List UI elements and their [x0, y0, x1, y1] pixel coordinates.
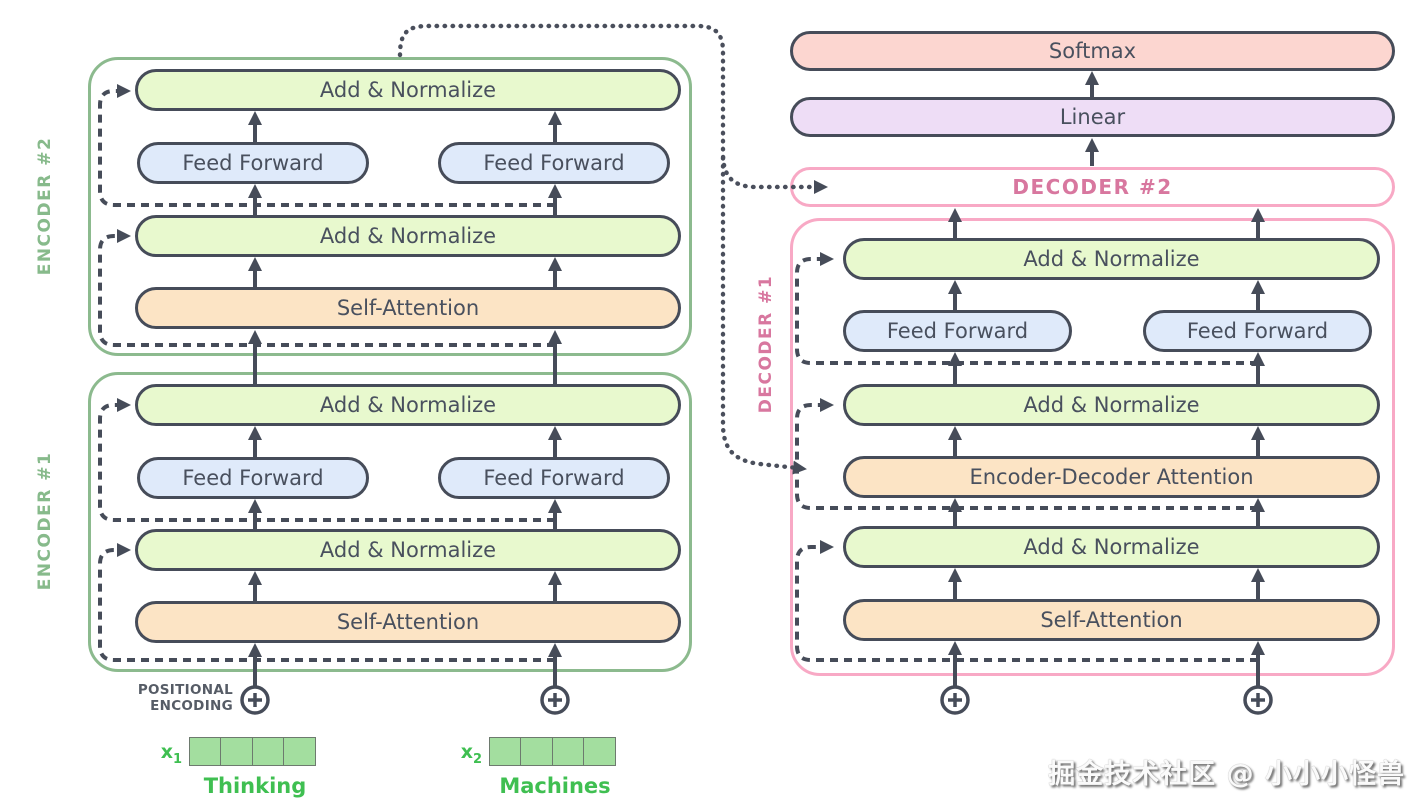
embedding-cell — [220, 737, 254, 766]
softmax-layer: Softmax — [790, 31, 1395, 71]
encoder2-self-attention: Self-Attention — [135, 287, 681, 329]
encoder-2-group — [88, 57, 692, 356]
residual-connection — [98, 84, 555, 207]
embedding-cell — [489, 737, 522, 766]
positional-encoding-plus-icon — [240, 685, 270, 715]
decoder1-self-attention: Self-Attention — [843, 599, 1380, 641]
x2-base: x — [460, 741, 473, 763]
encoder2-add-normalize-top: Add & Normalize — [135, 69, 681, 111]
encoder1-feed-forward-left: Feed Forward — [137, 457, 369, 499]
x2-sub: 2 — [472, 751, 482, 767]
linear-layer: Linear — [790, 97, 1395, 137]
decoder1-feed-forward-right: Feed Forward — [1143, 310, 1372, 352]
embedding-x1-label: x1 — [150, 741, 182, 767]
positional-encoding-label: POSITIONAL ENCODING — [100, 682, 233, 714]
x1-base: x — [160, 741, 173, 763]
embedding-cell — [551, 737, 585, 766]
watermark: 掘金技术社区 @ 小小小怪兽 — [1048, 759, 1405, 790]
encoder1-feed-forward-right: Feed Forward — [438, 457, 670, 499]
embedding-cell — [251, 737, 285, 766]
residual-connection — [98, 398, 555, 522]
decoder1-add-normalize-mid: Add & Normalize — [843, 384, 1380, 426]
x1-sub: 1 — [172, 751, 182, 767]
embedding-cell — [520, 737, 554, 766]
embedding-vector-x2 — [489, 737, 617, 766]
input-word-thinking: Thinking — [203, 774, 307, 798]
embedding-cell — [583, 737, 617, 766]
encoder2-feed-forward-right: Feed Forward — [438, 142, 670, 184]
positional-encoding-plus-icon — [1243, 685, 1273, 715]
positional-encoding-plus-icon — [540, 685, 570, 715]
embedding-x2-label: x2 — [450, 741, 482, 767]
encoder2-add-normalize-mid: Add & Normalize — [135, 215, 681, 257]
positional-encoding-plus-icon — [940, 685, 970, 715]
embedding-vector-x1 — [189, 737, 317, 766]
decoder1-add-normalize-top: Add & Normalize — [843, 238, 1380, 280]
input-word-machines: Machines — [499, 774, 611, 798]
encoder1-add-normalize-top: Add & Normalize — [135, 384, 681, 426]
encoder1-self-attention: Self-Attention — [135, 601, 681, 643]
decoder-1-label: DECODER #1 — [756, 274, 776, 414]
residual-connection — [98, 543, 555, 662]
decoder1-feed-forward-left: Feed Forward — [843, 310, 1072, 352]
embedding-cell — [283, 737, 317, 766]
embedding-cell — [189, 737, 222, 766]
encoder-1-label: ENCODER #1 — [35, 451, 55, 591]
positional-encoding-line2: ENCODING — [150, 698, 233, 714]
residual-connection — [98, 229, 555, 347]
decoder1-encoder-decoder-attention: Encoder-Decoder Attention — [843, 456, 1380, 498]
residual-connection — [795, 540, 1258, 662]
encoder-2-label: ENCODER #2 — [35, 136, 55, 276]
encoder2-feed-forward-left: Feed Forward — [137, 142, 369, 184]
encoder1-add-normalize-mid: Add & Normalize — [135, 529, 681, 571]
decoder1-add-normalize-bottom: Add & Normalize — [843, 526, 1380, 568]
positional-encoding-line1: POSITIONAL — [137, 682, 233, 698]
decoder-2-box: DECODER #2 — [790, 167, 1395, 207]
encoder-1-group — [88, 372, 692, 672]
